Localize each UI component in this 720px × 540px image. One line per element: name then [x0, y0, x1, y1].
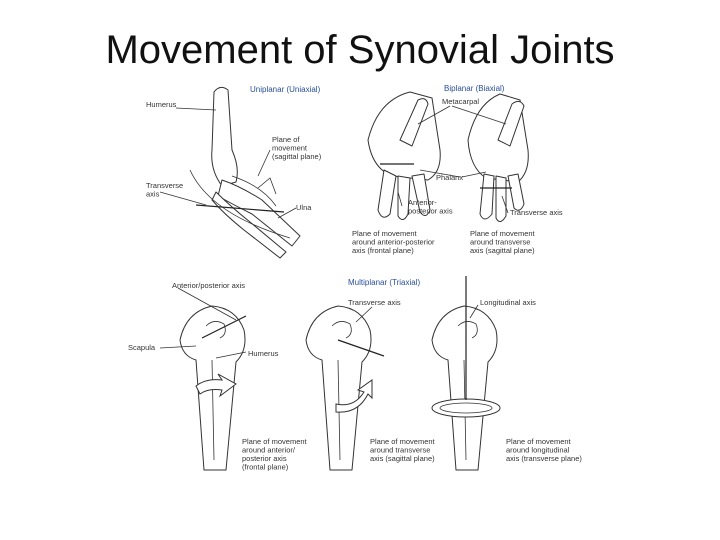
uniplanar-plane-label: Plane of movement (sagittal plane) [272, 135, 322, 161]
longitudinal-axis-label: Longitudinal axis [480, 298, 536, 307]
multiplanar-plane-longitudinal-label: Plane of movement around longitudinal ax… [506, 437, 582, 463]
biplanar-plane-transverse-label: Plane of movement around transverse axis… [470, 229, 537, 255]
phalanx-label: Phalanx [436, 173, 463, 182]
shoulder-frontal-illustration [180, 306, 246, 470]
biplanar-header: Biplanar (Biaxial) [444, 84, 505, 93]
multiplanar-transverse-axis-label: Transverse axis [348, 298, 401, 307]
multiplanar-header: Multiplanar (Triaxial) [348, 278, 421, 287]
biplanar-transverse-axis-label: Transverse axis [510, 208, 563, 217]
ulna-label: Ulna [296, 203, 312, 212]
hand-sagittal-illustration [468, 94, 528, 222]
multiplanar-humerus-label: Humerus [248, 349, 279, 358]
biplanar-plane-ap-label: Plane of movement around anterior-poster… [352, 229, 437, 255]
multiplanar-plane-transverse-label: Plane of movement around transverse axis… [370, 437, 437, 463]
metacarpal-label: Metacarpal [442, 97, 479, 106]
scapula-label: Scapula [128, 343, 156, 352]
transverse-axis-label: Transverse axis [146, 181, 185, 199]
multiplanar-ap-axis-label: Anterior/posterior axis [172, 281, 245, 290]
anterior-posterior-axis-label: Anterior- posterior axis [408, 198, 453, 216]
elbow-illustration [190, 87, 300, 258]
humerus-label: Humerus [146, 100, 177, 109]
multiplanar-plane-ap-label: Plane of movement around anterior/ poste… [242, 437, 309, 472]
uniplanar-header: Uniplanar (Uniaxial) [250, 85, 321, 94]
